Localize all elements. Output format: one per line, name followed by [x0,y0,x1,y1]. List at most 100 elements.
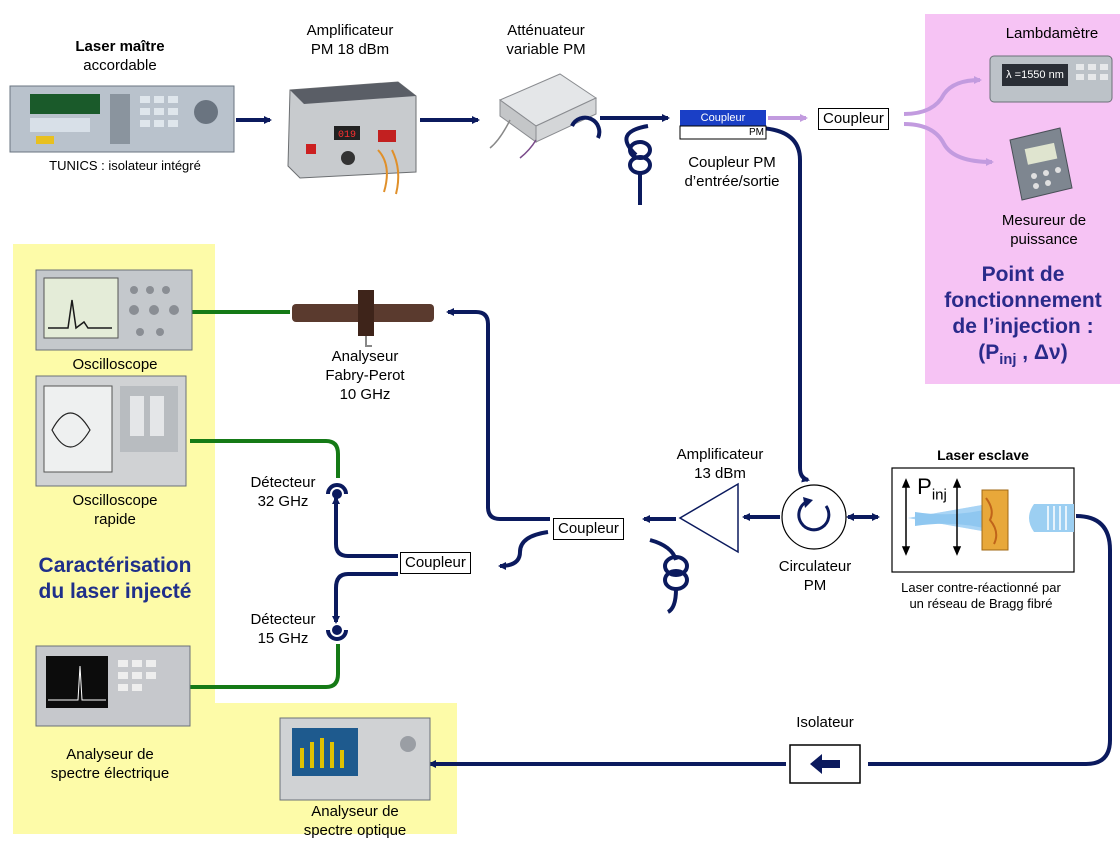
amplifier-13dbm-line2: 13 dBm [694,465,746,482]
attenuator-image [489,73,602,159]
esa-line2: spectre électrique [50,765,170,782]
coupleur-pm-bottom-label: PM [749,127,764,138]
coupleur-pm-label: Coupleur PM d’entrée/sortie [662,153,802,191]
esa-line1: Analyseur de [66,746,154,763]
injection-point-line2: fonctionnement [944,289,1102,312]
feedback-laser-line2: un réseau de Bragg fibré [909,596,1053,611]
isolator-label: Isolateur [796,714,854,731]
fabry-perot-line3: 10 GHz [339,386,391,403]
amplifier-13dbm-label: Amplificateur 13 dBm [660,445,780,483]
laser-maitre-title: Laser maître [75,38,165,55]
circulator-line2: PM [803,577,827,594]
oscilloscope-label: Oscilloscope [72,356,158,373]
fiber-slave-to-isolator [868,514,1112,766]
coupleur-box-main: Coupleur [553,518,624,540]
detector-32ghz-line2: 32 GHz [257,493,309,510]
amplifier-13dbm-line1: Amplificateur [676,446,764,463]
slave-laser-label: Laser esclave [937,447,1029,463]
fabry-perot-label: Analyseur Fabry-Perot 10 GHz [300,347,430,404]
detector-15ghz-label: Détecteur 15 GHz [238,610,328,648]
detector-32ghz-icon [326,483,348,499]
detector-15ghz-line1: Détecteur [250,611,316,628]
fiber-splitter-to-det32 [332,496,398,558]
characterisation-line2: du laser injecté [38,580,192,603]
characterisation-title: Caractérisation du laser injecté [15,553,215,605]
coupleur-pm-top-label: Coupleur [700,112,746,124]
lambda-display: λ =1550 nm [1006,69,1064,81]
attenuator-line2: variable PM [506,41,586,58]
fast-oscilloscope-line2: rapide [94,511,136,528]
fast-oscilloscope-line1: Oscilloscope [72,492,158,509]
amplifier-18dbm-image: 019 [287,81,417,195]
fabry-perot-line2: Fabry-Perot [325,367,405,384]
injection-point-line3: de l’injection : [952,315,1094,338]
detector-32ghz-line1: Détecteur [250,474,316,491]
coupler-pm-body [679,110,767,140]
fiber-coupler-to-splitter [498,530,549,570]
fabry-perot-image [292,290,434,347]
detector-15ghz-icon [326,625,348,641]
svg-text:019: 019 [338,130,356,141]
coupleur-box-violet: Coupleur [818,108,889,130]
osa-line1: Analyseur de [311,803,399,820]
injection-point-line4: (Pinj , Δν) [928,340,1118,373]
attenuator-line1: Atténuateur [507,22,585,39]
lambdameter-image [989,55,1113,103]
amplifier-18dbm-line1: Amplificateur [306,22,394,39]
oscilloscope-image [35,269,193,351]
pinj-sub: inj [931,486,947,504]
injection-point-sub: inj [999,352,1017,369]
fast-oscilloscope-image [35,375,187,487]
slave-laser-box [891,467,1075,573]
pinj-label: Pinj [910,474,954,508]
amplifier-18dbm-line2: PM 18 dBm [310,41,390,58]
characterisation-line1: Caractérisation [38,554,192,577]
fiber-green-esa [190,644,340,689]
fiber-to-power-meter [903,122,994,166]
injection-point-title: Point de fonctionnement de l’injection :… [928,262,1118,373]
amplifier-13dbm-icon [678,482,739,554]
coupleur-box-splitter: Coupleur [400,552,471,574]
power-meter-label: Mesureur de puissance [976,211,1112,249]
lambdameter-label: Lambdamètre [1005,25,1099,42]
attenuator-label: Atténuateur variable PM [486,21,606,59]
isolator-icon [789,744,861,784]
power-meter-image [1009,127,1073,201]
osa-line2: spectre optique [303,822,407,839]
detector-15ghz-line2: 15 GHz [257,630,309,647]
fiber-green-fast-scope [190,439,340,478]
injection-point-line1: Point de [981,263,1065,286]
fiber-coil-bottom [649,538,689,614]
circulator-icon [781,484,847,550]
injection-point-close: , Δν) [1016,341,1068,364]
fiber-coupler-to-circulator [759,126,810,483]
detector-32ghz-label: Détecteur 32 GHz [238,473,328,511]
fabry-perot-line1: Analyseur [331,348,399,365]
coupleur-pm-line1: Coupleur PM [688,154,776,171]
power-meter-line2: puissance [1010,231,1078,248]
electrical-spectrum-analyzer-image [35,645,191,727]
optical-spectrum-analyzer-label: Analyseur de spectre optique [280,802,430,840]
pinj-main: P [917,474,932,499]
laser-maitre-subtitle: accordable [83,57,157,74]
circulator-label: Circulateur PM [760,557,870,595]
tunics-label: TUNICS : isolateur intégré [49,158,201,173]
coupleur-pm-line2: d’entrée/sortie [684,173,780,190]
fiber-coil-top [628,140,652,205]
feedback-laser-label: Laser contre-réactionné par un réseau de… [866,580,1096,612]
fast-oscilloscope-label: Oscilloscope rapide [40,491,190,529]
fiber-coupler-pm-tail [624,124,649,157]
optical-spectrum-analyzer-image [279,717,431,801]
injection-point-open: (P [978,341,1000,364]
laser-maitre-label: Laser maître accordable [40,37,200,75]
power-meter-line1: Mesureur de [1001,212,1087,229]
circulator-line1: Circulateur [778,558,852,575]
feedback-laser-line1: Laser contre-réactionné par [901,580,1061,595]
amplifier-18dbm-label: Amplificateur PM 18 dBm [290,21,410,59]
fiber-to-lambdameter [903,76,982,116]
electrical-spectrum-analyzer-label: Analyseur de spectre électrique [30,745,190,783]
master-laser-image [9,85,235,153]
fiber-splitter-to-det15 [332,572,398,624]
